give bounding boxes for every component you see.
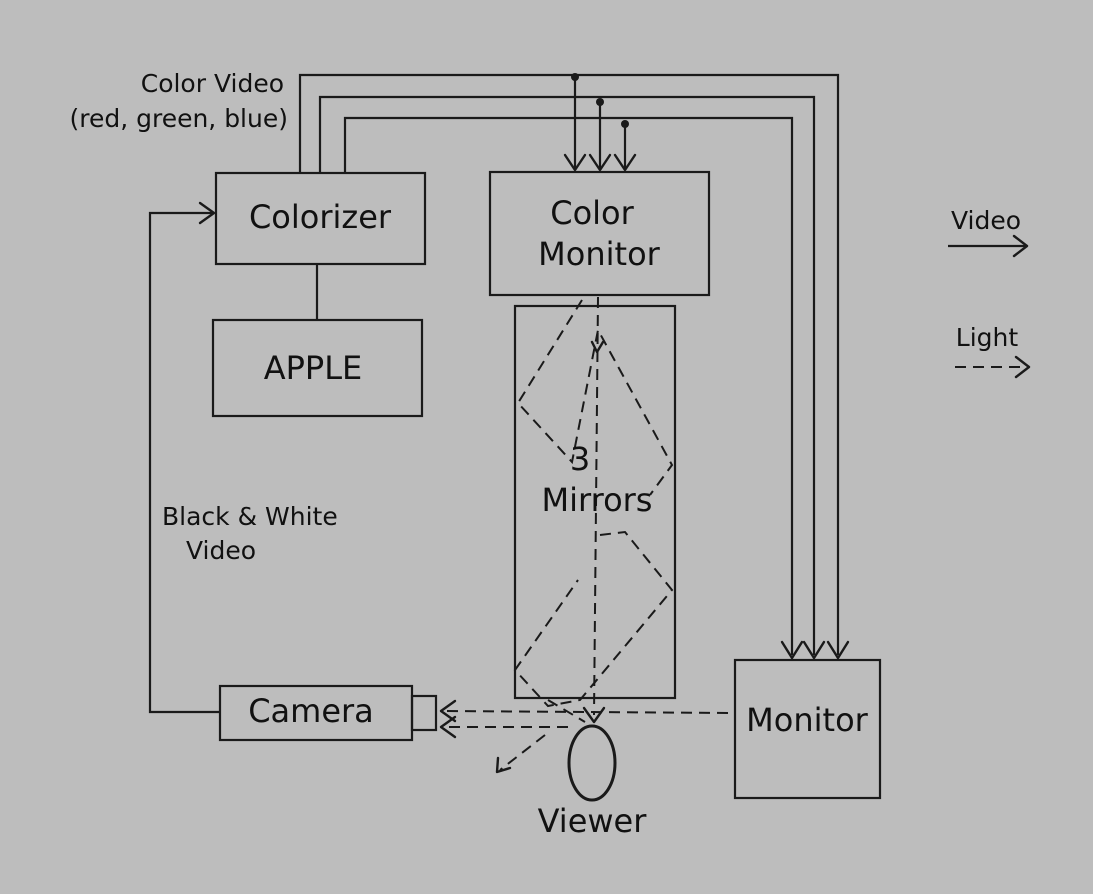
bw-video-label-line1: Black & White <box>162 502 338 531</box>
legend-video-arrowhead <box>1012 234 1029 258</box>
viewer-label: Viewer <box>538 802 648 840</box>
color-video-label-line2: (red, green, blue) <box>69 104 288 133</box>
camera-lens <box>410 694 438 732</box>
mirrors-label-line2: Mirrors <box>542 481 653 519</box>
legend-light-arrowhead <box>1014 355 1031 379</box>
light-arrowhead-upper <box>590 340 605 354</box>
color-monitor-box <box>488 170 711 297</box>
monitor-label: Monitor <box>746 701 868 739</box>
apple-label: APPLE <box>264 349 363 387</box>
light-monitor-to-camera <box>444 710 729 714</box>
bw-video-wire <box>148 211 220 714</box>
camera-arrowhead-lower <box>439 715 457 739</box>
bw-video-label-line2: Video <box>186 536 256 565</box>
color-monitor-label-line2: Monitor <box>538 235 660 273</box>
color-video-wire-1 <box>298 73 840 655</box>
light-stray <box>499 734 546 771</box>
color-monitor-arrowhead-3 <box>613 153 637 172</box>
color-video-wire-3 <box>343 116 794 655</box>
monitor-arrowhead-2 <box>802 640 826 660</box>
light-path-vertical <box>593 296 599 716</box>
color-monitor-arrowhead-1 <box>563 153 587 172</box>
stray-arrowhead <box>495 756 512 774</box>
color-video-label-line1: Color Video <box>141 69 284 98</box>
light-mirror-to-viewer <box>547 699 586 723</box>
colorizer-label: Colorizer <box>249 198 392 236</box>
bw-video-arrowhead <box>198 201 216 225</box>
legend-light-label: Light <box>956 323 1019 352</box>
color-monitor-label-line1: Color <box>550 194 634 232</box>
monitor-arrowhead-1 <box>780 640 804 660</box>
viewer-head <box>567 724 617 802</box>
monitor-arrowhead-3 <box>826 640 850 660</box>
camera-label: Camera <box>248 692 374 730</box>
color-monitor-arrowhead-2 <box>588 153 612 172</box>
legend-video-label: Video <box>951 206 1021 235</box>
mirror-reflection-upper <box>516 299 674 496</box>
mirror-reflection-lower <box>513 530 674 708</box>
color-video-wire-2 <box>318 95 816 655</box>
camera-arrowhead-upper <box>439 699 457 723</box>
monitor-box <box>733 658 882 800</box>
mirrors-label-line1: 3 <box>570 440 590 478</box>
